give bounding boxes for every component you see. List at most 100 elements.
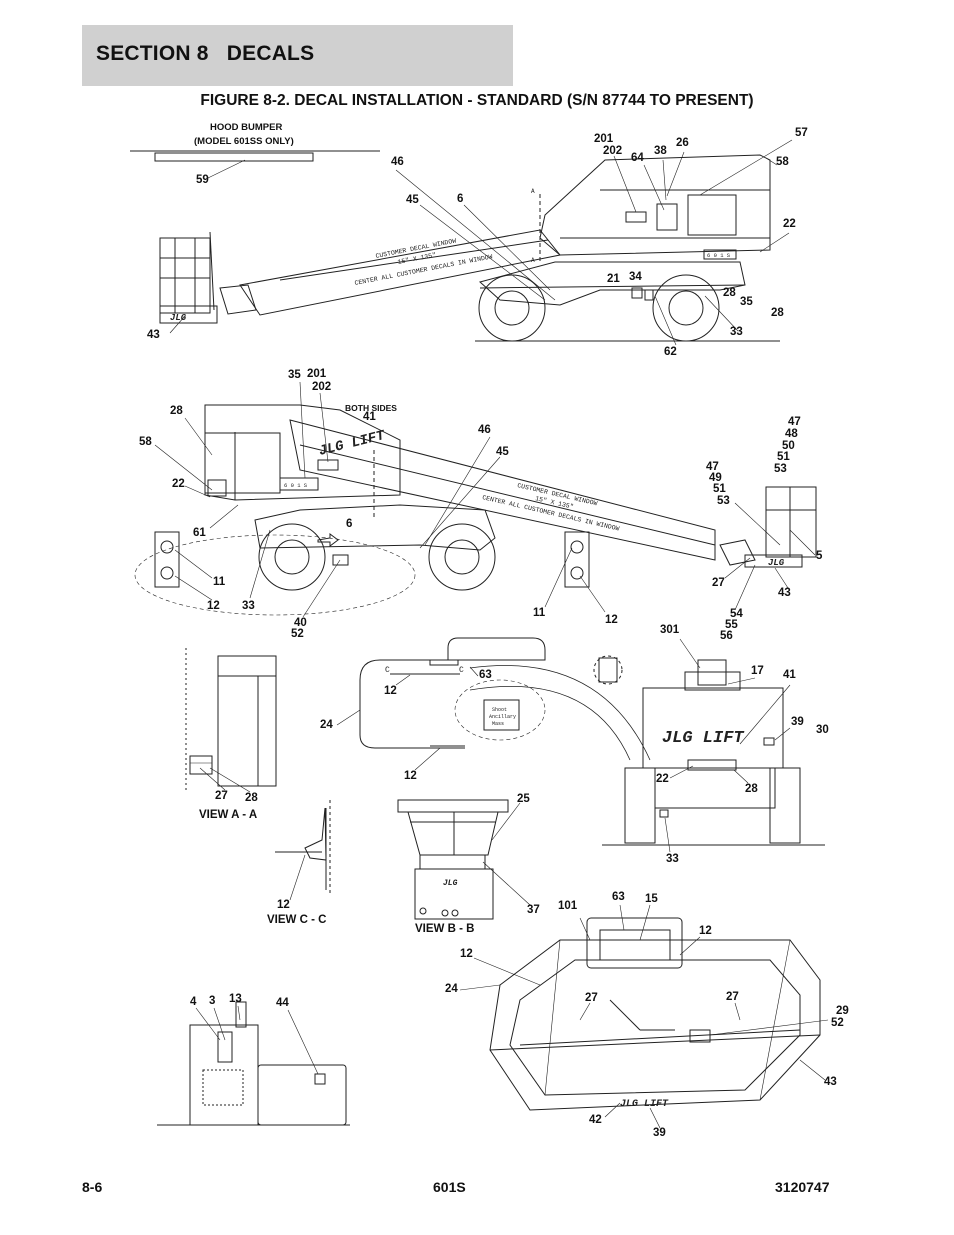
hood-bumper-label-2: (MODEL 601SS ONLY) <box>194 136 294 147</box>
brand-view-b: JLG <box>443 879 458 888</box>
view-b-label: VIEW B - B <box>415 923 475 935</box>
callout: 27 <box>585 992 598 1004</box>
callout: 22 <box>783 218 796 230</box>
section-title: SECTION 8 DECALS <box>96 42 315 65</box>
callout: 58 <box>139 436 152 448</box>
callout: 52 <box>291 628 304 640</box>
callout: 12 <box>277 899 290 911</box>
brand-platform: JLG LIFT <box>620 1099 669 1110</box>
callout: 45 <box>406 194 419 206</box>
callout: 6 <box>346 518 353 530</box>
callout: 53 <box>774 463 787 475</box>
callout: 25 <box>517 793 530 805</box>
callout: 28 <box>745 783 758 795</box>
callout: 49 <box>709 472 722 484</box>
marker-c-1: C <box>385 666 390 675</box>
callout: 43 <box>147 329 160 341</box>
callout: 39 <box>653 1127 666 1139</box>
callout: 41 <box>363 411 376 423</box>
callout: 22 <box>172 478 185 490</box>
callout: 43 <box>824 1076 837 1088</box>
callout: 13 <box>229 993 242 1005</box>
callout: 45 <box>496 446 509 458</box>
callout: 24 <box>320 719 333 731</box>
callout: 53 <box>717 495 730 507</box>
callout: 28 <box>245 792 258 804</box>
callout: 30 <box>816 724 829 736</box>
callout: 12 <box>384 685 397 697</box>
callout: 51 <box>777 451 790 463</box>
figure-title: FIGURE 8-2. DECAL INSTALLATION - STANDAR… <box>200 92 754 109</box>
callout: 28 <box>771 307 784 319</box>
footer-model: 601S <box>433 1179 466 1195</box>
callout: 47 <box>706 461 719 473</box>
callout: 35 <box>288 369 301 381</box>
marker-a-1: A <box>531 188 535 195</box>
footer-page-number: 8-6 <box>82 1179 103 1195</box>
callout: 12 <box>207 600 220 612</box>
shoot-text-3: Mass <box>492 721 504 727</box>
callout: 201 <box>594 133 614 145</box>
callout: 51 <box>713 483 726 495</box>
callout: 26 <box>676 137 689 149</box>
view-c-label: VIEW C - C <box>267 914 327 926</box>
view-c-c <box>275 800 331 901</box>
callout: 38 <box>654 145 667 157</box>
view-a-a <box>185 648 277 793</box>
callout: 35 <box>740 296 753 308</box>
marker-a-2: A <box>531 257 535 264</box>
callout: 11 <box>533 607 546 619</box>
callout: 5 <box>816 550 823 562</box>
callout: 63 <box>479 669 492 681</box>
shoot-text-2: Ancillary <box>489 714 516 720</box>
callout: 44 <box>276 997 289 1009</box>
callout: 33 <box>666 853 679 865</box>
callout: 52 <box>831 1017 844 1029</box>
callout: 48 <box>785 428 798 440</box>
callout: 55 <box>725 619 738 631</box>
callout: 22 <box>656 773 669 785</box>
marker-c-2: C <box>459 666 464 675</box>
callout: 33 <box>242 600 255 612</box>
callout: 28 <box>170 405 183 417</box>
callout: 28 <box>723 287 736 299</box>
callout: 57 <box>795 127 808 139</box>
callout: 47 <box>788 416 801 428</box>
callout: 301 <box>660 624 680 636</box>
callout: 27 <box>726 991 739 1003</box>
callout: 37 <box>527 904 540 916</box>
callout: 12 <box>605 614 618 626</box>
callout: 58 <box>776 156 789 168</box>
section-banner <box>82 25 513 86</box>
view-b-b <box>397 799 531 920</box>
callout: 12 <box>699 925 712 937</box>
callout: 202 <box>312 381 332 393</box>
callout: 61 <box>193 527 206 539</box>
top-machine-view <box>130 139 793 346</box>
callout: 54 <box>730 608 743 620</box>
brand-platform-top: JLG <box>170 313 187 323</box>
brand-platform-mid: JLG <box>768 558 785 568</box>
both-sides-label: BOTH SIDES <box>345 403 397 413</box>
callout: 59 <box>196 174 209 186</box>
brand-boom: JLG LIFT <box>317 428 388 460</box>
callout: 3 <box>209 995 216 1007</box>
callout: 34 <box>629 271 642 283</box>
callout: 17 <box>751 665 764 677</box>
callout: 46 <box>391 156 404 168</box>
callout: 40 <box>294 617 307 629</box>
callout: 39 <box>791 716 804 728</box>
callout: 63 <box>612 891 625 903</box>
callout: 21 <box>607 273 620 285</box>
handrail-detail <box>336 637 651 771</box>
hood-bumper-label-1: HOOD BUMPER <box>210 122 283 133</box>
brand-rear: JLG LIFT <box>662 729 744 748</box>
middle-machine-view <box>134 381 817 618</box>
decal-texts: CUSTOMER DECAL WINDOW 15" X 135" CENTER … <box>170 188 785 1110</box>
rear-view <box>593 638 825 853</box>
callout: 56 <box>720 630 733 642</box>
callout: 64 <box>631 152 644 164</box>
callout: 4 <box>190 996 197 1008</box>
callout: 46 <box>478 424 491 436</box>
callout: 202 <box>603 145 623 157</box>
